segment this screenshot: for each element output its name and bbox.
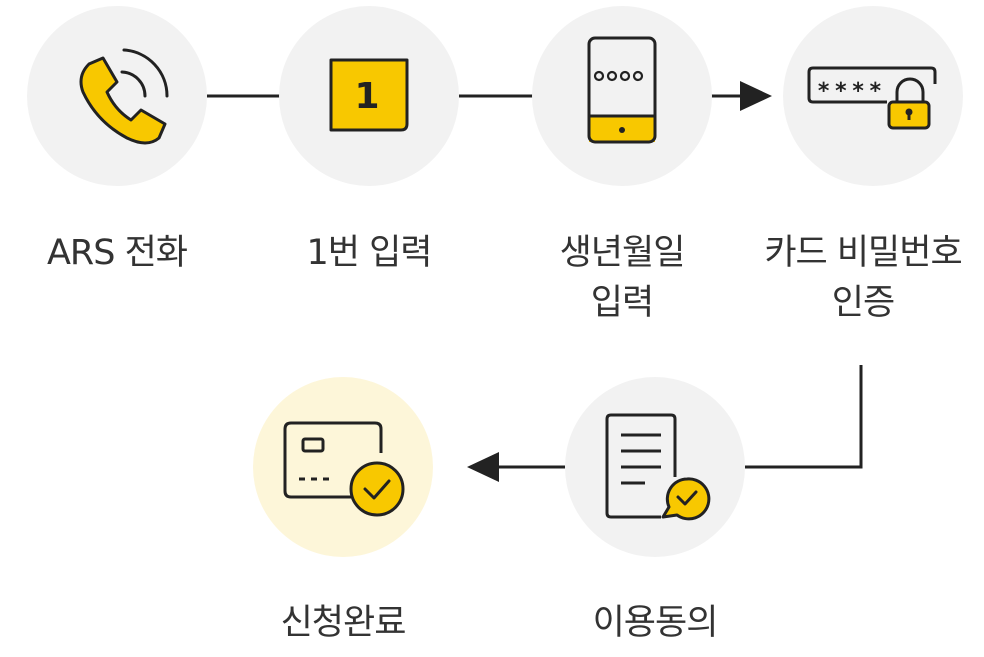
step-label-card-pin: 카드 비밀번호 인증	[764, 233, 962, 323]
step-label-press-one: 1번 입력	[306, 233, 433, 273]
step-circle	[783, 6, 963, 186]
password-lock-icon: ****	[807, 66, 937, 130]
phone-keypad-icon	[587, 36, 657, 144]
step-label-terms-agreement: 이용동의	[592, 603, 719, 643]
password-mask: ****	[817, 79, 886, 104]
step-circle	[532, 6, 712, 186]
step-label-birth-date: 생년월일 입력	[559, 233, 686, 323]
card-check-icon	[283, 421, 405, 517]
phone-icon	[79, 48, 169, 145]
connector-4-5	[745, 365, 863, 469]
step-circle-done	[253, 377, 433, 557]
step-label-application-complete: 신청완료	[280, 603, 407, 643]
number-one-key-icon: 1	[329, 58, 409, 132]
document-check-icon	[605, 413, 711, 521]
arrow-3-4-head	[740, 81, 772, 111]
arrow-5-6-head	[467, 452, 499, 482]
step-circle	[27, 6, 207, 186]
key-number: 1	[354, 76, 379, 117]
step-label-ars-call: ARS 전화	[46, 233, 188, 273]
